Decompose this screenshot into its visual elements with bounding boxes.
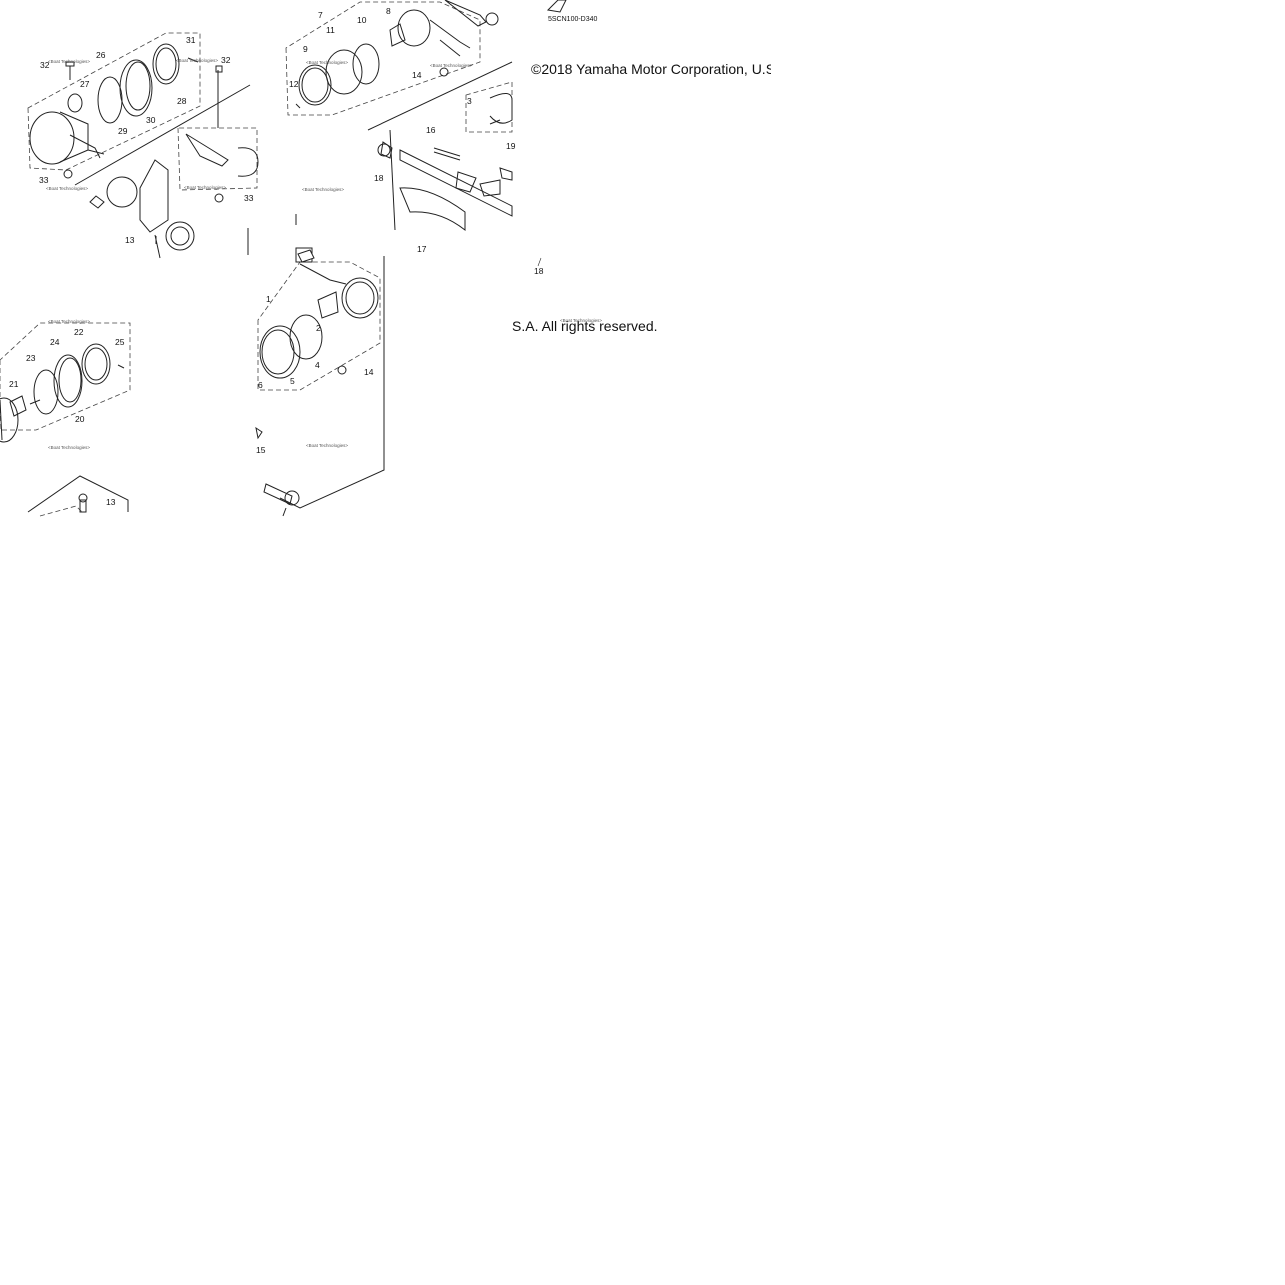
callout-21: 21	[9, 379, 19, 389]
callout-25: 25	[115, 337, 125, 347]
callout-32: 32	[40, 60, 50, 70]
callout-30: 30	[146, 115, 156, 125]
callout-8: 8	[386, 6, 391, 16]
watermark-text: <Boat Technologies>	[560, 318, 602, 323]
callout-33: 33	[39, 175, 49, 185]
diagram-code: 5SCN100-D340	[548, 16, 598, 23]
callout-18: 18	[374, 173, 384, 183]
watermark-text: <Boat Technologies>	[306, 443, 348, 448]
callout-3: 3	[467, 96, 472, 106]
callout-23: 23	[26, 353, 36, 363]
copyright-text-part-a: ©2018 Yamaha Motor Corporation, U.S	[531, 61, 771, 77]
callout-5: 5	[290, 376, 295, 386]
callout-16: 16	[426, 125, 436, 135]
callout-10: 10	[357, 15, 367, 25]
callout-1: 1	[266, 294, 271, 304]
callout-12: 12	[289, 79, 299, 89]
copyright-text-part-b: S.A. All rights reserved.	[512, 318, 658, 334]
callout-26: 26	[96, 50, 106, 60]
callout-7: 7	[318, 10, 323, 20]
callout-2: 2	[316, 323, 321, 333]
callout-33: 33	[244, 193, 254, 203]
callout-32: 32	[221, 55, 231, 65]
callout-18: 18	[534, 266, 544, 276]
tile-signal-middle-left: <Boat Technologies> <Boat Technologies> …	[0, 319, 131, 517]
callout-17: 17	[417, 244, 427, 254]
watermark-text: <Boat Technologies>	[48, 59, 90, 64]
tile-front-signal-upper: <Boat Technologies> <Boat Technologies> …	[285, 0, 516, 254]
callout-14: 14	[412, 70, 422, 80]
tile-rear-signal-left: <Boat Technologies> <Boat Technologies> …	[27, 32, 259, 259]
watermark-text: <Boat Technologies>	[430, 63, 472, 68]
callout-20: 20	[75, 414, 85, 424]
callout-11: 11	[326, 25, 335, 35]
watermark-text: <Boat Technologies>	[302, 187, 344, 192]
watermark-text: <Boat Technologies>	[48, 319, 90, 324]
callout-13: 13	[106, 497, 116, 507]
watermark-text: <Boat Technologies>	[46, 186, 88, 191]
callout-19: 19	[506, 141, 516, 151]
callout-9: 9	[303, 44, 308, 54]
watermark-text: <Boat Technologies>	[176, 58, 218, 63]
callout-4: 4	[315, 360, 320, 370]
callout-28: 28	[177, 96, 187, 106]
watermark-text: <Boat Technologies>	[306, 60, 348, 65]
tile-front-signal-lower: <Boat Technologies> <Boat Technologies> …	[255, 247, 602, 517]
callout-15: 15	[256, 445, 266, 455]
callout-14: 14	[364, 367, 374, 377]
callout-24: 24	[50, 337, 60, 347]
callout-29: 29	[118, 126, 128, 136]
watermark-text: <Boat Technologies>	[184, 185, 226, 190]
callout-31: 31	[186, 35, 196, 45]
callout-6: 6	[258, 380, 263, 390]
callout-22: 22	[74, 327, 84, 337]
tile-fragment-top-right: 18	[534, 0, 567, 276]
callout-27: 27	[80, 79, 90, 89]
watermark-text: <Boat Technologies>	[48, 445, 90, 450]
callout-13: 13	[125, 235, 135, 245]
